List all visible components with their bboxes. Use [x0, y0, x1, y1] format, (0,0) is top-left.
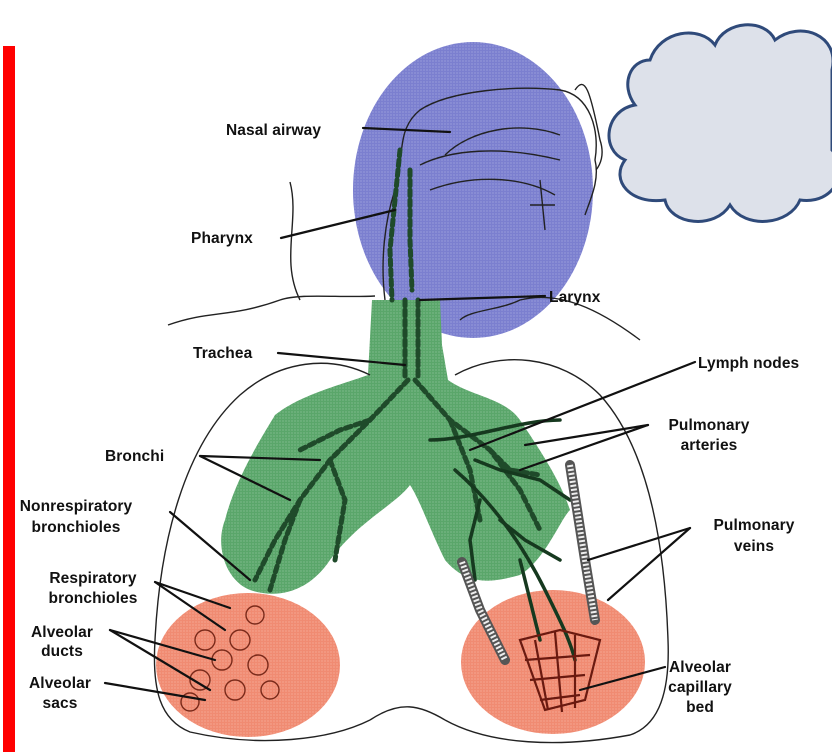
label-bronchi: Bronchi	[105, 448, 164, 465]
label-nonresp-2: bronchioles	[32, 519, 121, 536]
leader-pulmonary-arteries-2	[520, 425, 648, 470]
label-alv-sacs: Alveolar	[29, 675, 91, 692]
leader-pulmonary-veins-1	[588, 528, 690, 560]
label-resp: Respiratory	[49, 570, 137, 587]
label-trachea: Trachea	[193, 345, 253, 362]
label-pulmonary-arteries: Pulmonary	[668, 417, 749, 434]
label-lymph-nodes: Lymph nodes	[698, 355, 799, 372]
label-alv-ducts-2: ducts	[41, 643, 83, 660]
label-alv-sacs-2: sacs	[43, 695, 78, 712]
leader-resp-1	[155, 582, 230, 608]
label-alv-cap-3: bed	[686, 699, 714, 716]
label-alv-ducts: Alveolar	[31, 624, 93, 641]
label-nasal-airway: Nasal airway	[226, 122, 321, 139]
label-alv-cap: Alveolar	[669, 659, 731, 676]
label-pulmonary-veins-2: veins	[734, 538, 774, 555]
label-resp-2: bronchioles	[49, 590, 138, 607]
label-larynx: Larynx	[549, 289, 601, 306]
leader-pulmonary-veins-2	[608, 528, 690, 600]
red-frame	[3, 46, 15, 752]
label-pulmonary-veins: Pulmonary	[713, 517, 794, 534]
label-alv-cap-2: capillary	[668, 679, 732, 696]
label-pulmonary-arteries-2: arteries	[681, 437, 738, 454]
label-pharynx: Pharynx	[191, 230, 253, 247]
throat-line	[290, 182, 300, 300]
leader-pulmonary-arteries-1	[525, 425, 648, 445]
label-nonresp: Nonrespiratory	[20, 498, 133, 515]
thought-cloud	[609, 25, 832, 222]
